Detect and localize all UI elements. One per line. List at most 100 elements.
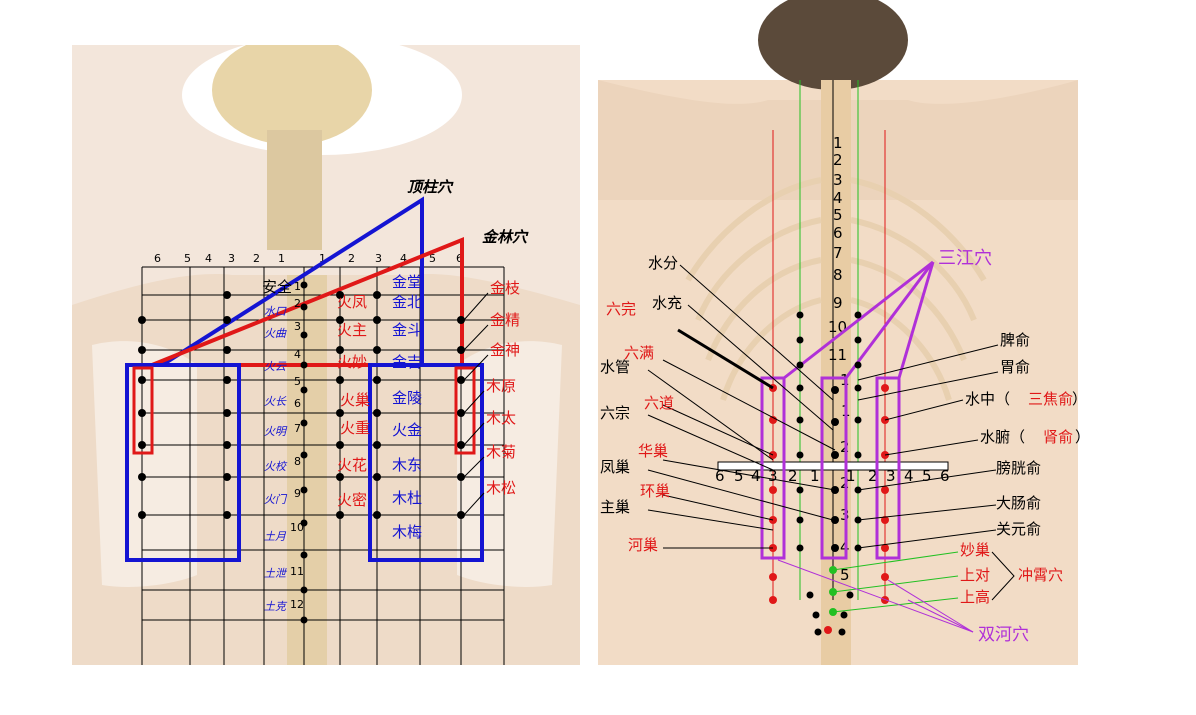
svg-text:火曲: 火曲	[264, 327, 287, 340]
spine-numbers-upper: 1 2 3 4 5 6 7 8 9 10 11	[828, 134, 847, 364]
svg-text:上对: 上对	[960, 566, 990, 584]
svg-text:木东: 木东	[392, 456, 422, 474]
svg-text:火门: 火门	[264, 493, 288, 506]
svg-text:3: 3	[768, 467, 778, 485]
svg-text:冲霄穴: 冲霄穴	[1018, 566, 1063, 584]
col-num: 2	[253, 252, 260, 265]
svg-text:六宗: 六宗	[600, 404, 630, 422]
svg-text:主巢: 主巢	[600, 498, 630, 516]
svg-text:胃俞: 胃俞	[1000, 358, 1030, 376]
svg-text:六道: 六道	[644, 394, 674, 412]
sanjiang-pointers	[783, 260, 935, 380]
col-num: 5	[429, 252, 436, 265]
jinlin-title: 金林穴	[482, 228, 529, 246]
spine-column	[287, 275, 327, 665]
svg-text:2: 2	[833, 151, 843, 169]
sanjiang-label: 三江穴	[938, 248, 992, 269]
svg-text:火明: 火明	[264, 425, 288, 438]
svg-text:木太: 木太	[486, 409, 516, 427]
svg-text:凤巢: 凤巢	[600, 458, 630, 476]
svg-text:六满: 六满	[624, 344, 654, 362]
svg-text:6: 6	[940, 467, 950, 485]
col-num: 3	[228, 252, 235, 265]
svg-text:金吉: 金吉	[392, 353, 422, 371]
col-num: 5	[184, 252, 191, 265]
svg-text:火花: 火花	[337, 456, 367, 474]
svg-text:火凤: 火凤	[337, 293, 367, 311]
svg-text:6: 6	[715, 467, 725, 485]
col-num: 3	[375, 252, 382, 265]
svg-text:7: 7	[294, 422, 301, 435]
svg-text:火长: 火长	[264, 395, 287, 408]
svg-text:脾俞: 脾俞	[1000, 331, 1030, 349]
svg-text:3: 3	[294, 320, 301, 333]
svg-text:金陵: 金陵	[392, 389, 422, 407]
svg-text:3: 3	[833, 171, 843, 189]
svg-text:5: 5	[294, 375, 301, 388]
svg-text:火重: 火重	[340, 419, 370, 437]
svg-text:5: 5	[922, 467, 932, 485]
svg-text:金精: 金精	[490, 311, 520, 329]
chongxiao-brace	[991, 551, 1015, 601]
sanjiang-center-box	[820, 376, 848, 560]
svg-text:2: 2	[868, 467, 878, 485]
svg-text:1: 1	[294, 280, 301, 293]
svg-text:火主: 火主	[337, 321, 367, 339]
svg-text:膀胱俞: 膀胱俞	[996, 459, 1041, 477]
svg-text:11: 11	[828, 346, 847, 364]
left-back-diagram: 6 5 4 3 2 1 1 2 3 4 5 6 顶柱穴 金林穴	[72, 45, 580, 665]
svg-text:8: 8	[833, 266, 843, 284]
right-red-box	[454, 366, 476, 455]
svg-text:火校: 火校	[264, 460, 288, 473]
left-blue-box	[125, 363, 241, 562]
chongxiao-labels: 妙巢 上对 上高 冲霄穴	[960, 541, 1063, 606]
svg-text:华巢: 华巢	[638, 442, 668, 460]
svg-text:木菊: 木菊	[486, 443, 516, 461]
svg-text:12: 12	[290, 598, 304, 611]
svg-text:水口: 水口	[264, 305, 287, 318]
svg-text:六完: 六完	[606, 300, 636, 318]
svg-text:1: 1	[810, 467, 820, 485]
svg-text:三焦俞: 三焦俞	[1028, 390, 1073, 408]
svg-text:1: 1	[846, 467, 856, 485]
svg-text:火金: 火金	[392, 421, 422, 439]
svg-text:10: 10	[828, 318, 847, 336]
svg-text:金斗: 金斗	[392, 321, 422, 339]
right-blue-box	[368, 363, 484, 562]
left-spine-labels: 水口 火曲 火云 火长 火明 火校 火门 土月 土泄 土克	[264, 305, 288, 613]
svg-text:木梅: 木梅	[392, 523, 422, 541]
svg-text:木松: 木松	[486, 479, 516, 497]
svg-text:）: ）	[1075, 428, 1090, 446]
svg-text:水充: 水充	[652, 294, 682, 312]
svg-text:9: 9	[833, 294, 843, 312]
ribs	[685, 177, 987, 401]
svg-text:11: 11	[290, 565, 304, 578]
fire-labels: 火凤 火主 火妙 火巢 火重 火花 火密	[337, 293, 370, 509]
col-num: 1	[278, 252, 285, 265]
green-leaders	[832, 551, 959, 613]
svg-text:火密: 火密	[337, 491, 367, 509]
svg-text:5: 5	[734, 467, 744, 485]
svg-text:7: 7	[833, 244, 843, 262]
left-red-labels: 六完 六满 六道 华巢 环巢 河巢	[606, 300, 674, 554]
black-dots	[796, 311, 862, 636]
svg-text:5: 5	[840, 566, 850, 584]
svg-text:火巢: 火巢	[340, 391, 370, 409]
svg-text:妙巢: 妙巢	[960, 541, 990, 559]
scale-bar	[717, 461, 949, 471]
svg-text:水管: 水管	[600, 358, 630, 376]
svg-text:火妙: 火妙	[337, 353, 367, 371]
spine-numbers: 1 2 3 4 5 6 7 8 9 10 11 12	[290, 280, 304, 611]
blue-labels: 金堂 金北 金斗 金吉 金陵 火金 木东 木杜 木梅	[392, 273, 422, 541]
svg-text:4: 4	[833, 189, 843, 207]
shuanghe-leaders	[777, 559, 974, 633]
left-scapula	[92, 341, 197, 587]
left-red-box	[132, 366, 154, 455]
svg-text:环巢: 环巢	[640, 482, 670, 500]
svg-text:关元俞: 关元俞	[996, 520, 1041, 538]
svg-text:土泄: 土泄	[264, 567, 288, 580]
shuanghe-label: 双河穴	[978, 625, 1029, 645]
svg-text:水中（: 水中（	[965, 390, 1010, 408]
svg-text:1: 1	[833, 134, 843, 152]
svg-text:金枝: 金枝	[490, 279, 520, 297]
